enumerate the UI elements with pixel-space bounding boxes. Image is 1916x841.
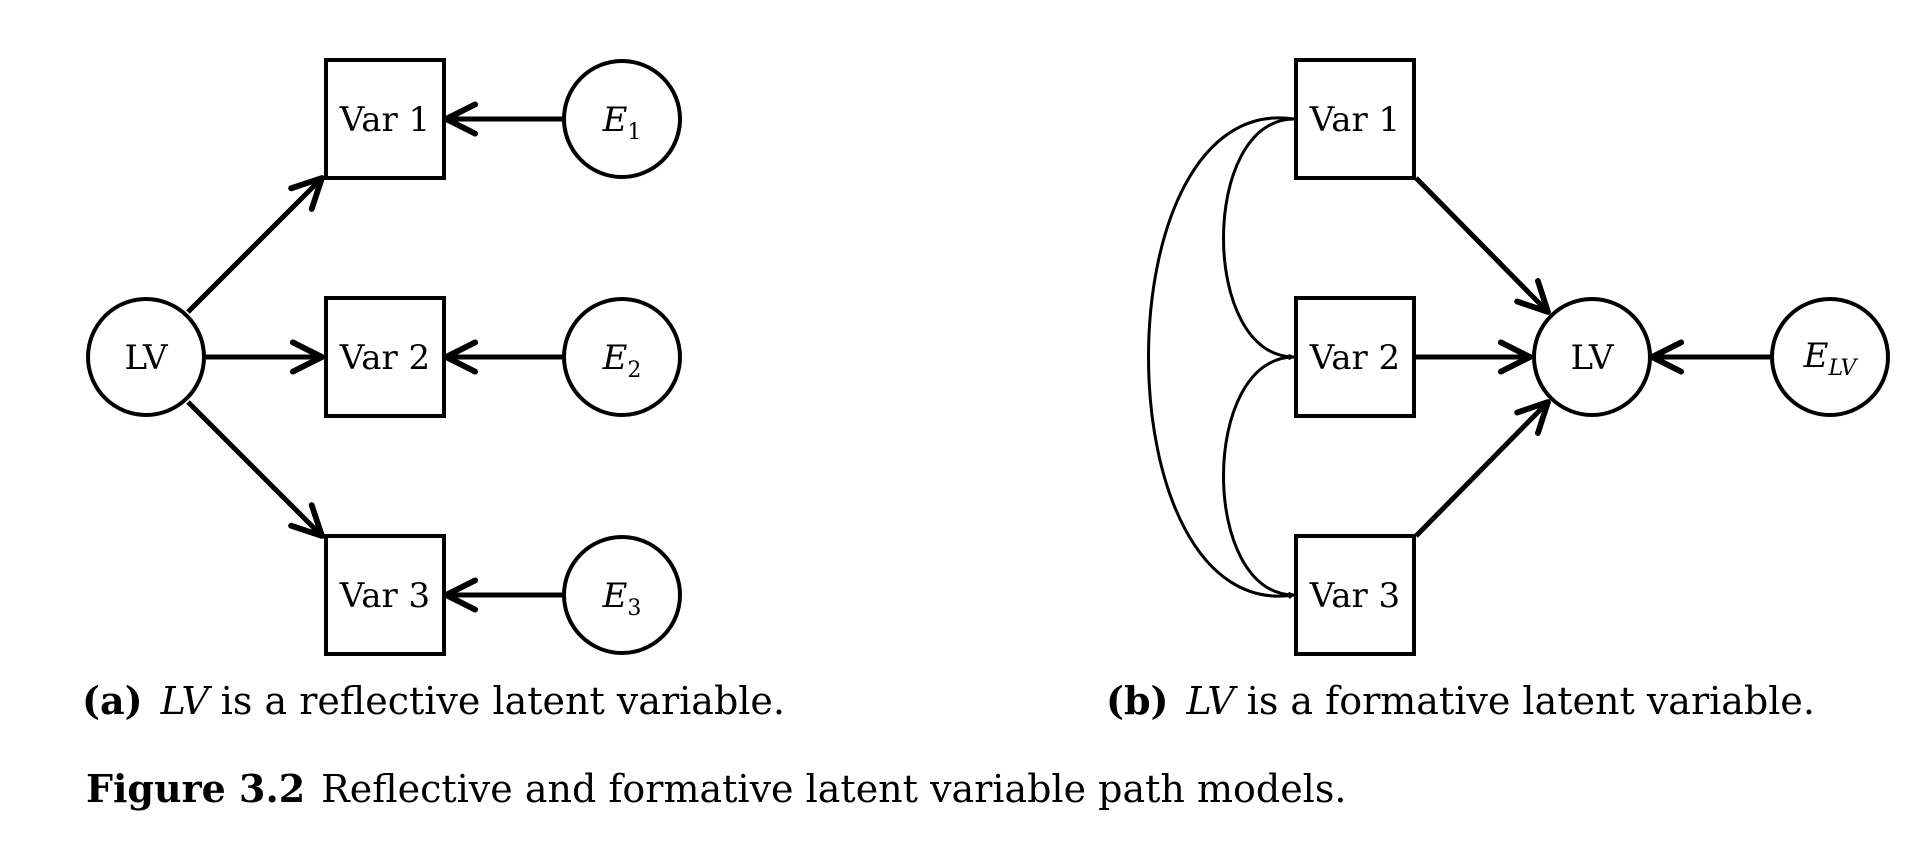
- error-elv-node: ELV: [1770, 297, 1890, 417]
- var1-node: Var 1: [324, 58, 446, 180]
- caption-a-tag: (a): [82, 678, 143, 723]
- error-e2-node: E2: [562, 297, 682, 417]
- var3-node: Var 3: [324, 534, 446, 656]
- edge-var3-to-lv: [1414, 399, 1551, 538]
- var3-label-b: Var 3: [1309, 576, 1400, 616]
- var2-label-b: Var 2: [1309, 338, 1400, 378]
- latent-variable-node-b: LV: [1532, 297, 1652, 417]
- var1-label-b: Var 1: [1309, 100, 1400, 140]
- var2-node: Var 2: [324, 296, 446, 418]
- var1-node-b: Var 1: [1294, 58, 1416, 180]
- latent-variable-node: LV: [86, 297, 206, 417]
- error-e1-label: E1: [602, 100, 642, 145]
- error-e3-node: E3: [562, 535, 682, 655]
- covariance-var1-var3: [1147, 116, 1295, 596]
- var3-node-b: Var 3: [1294, 534, 1416, 656]
- edge-var1-to-lv: [1414, 176, 1551, 315]
- var2-label: Var 2: [339, 338, 430, 378]
- covariance-var2-var3: [1222, 357, 1295, 595]
- caption-b-tag: (b): [1106, 678, 1169, 723]
- error-e3-label: E3: [602, 576, 642, 621]
- var3-label: Var 3: [339, 576, 430, 616]
- edge-lv-to-var1: [186, 175, 325, 314]
- var2-node-b: Var 2: [1294, 296, 1416, 418]
- error-e1-node: E1: [562, 59, 682, 179]
- error-elv-label: ELV: [1803, 336, 1859, 381]
- error-e2-label: E2: [602, 338, 642, 383]
- latent-label: LV: [124, 338, 169, 378]
- var1-label: Var 1: [339, 100, 430, 140]
- covariance-var1-var2: [1222, 119, 1295, 357]
- latent-label-b: LV: [1570, 338, 1615, 378]
- panel-a-reflective: LV Var 1 Var 2 Var 3 E1 E2 E3 (a)LV: [82, 58, 785, 723]
- edge-lv-to-var3: [186, 400, 325, 539]
- figure-label: Figure 3.2: [86, 766, 305, 811]
